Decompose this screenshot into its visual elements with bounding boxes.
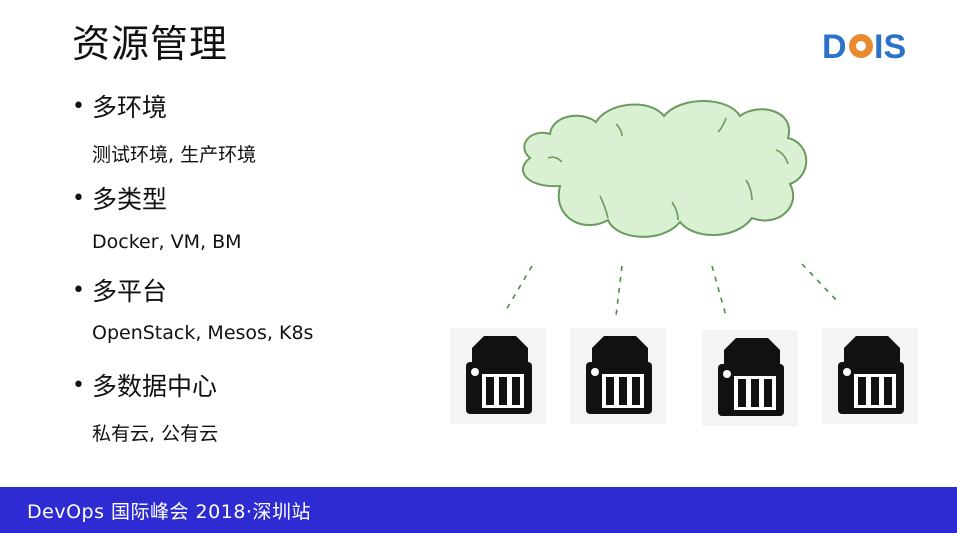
- bullet-dot: •: [72, 185, 85, 211]
- server-icon: [450, 328, 546, 424]
- bullet-dot: •: [72, 372, 85, 398]
- bullet-item: • 多数据中心: [72, 367, 217, 403]
- bullet-dot: •: [72, 277, 85, 303]
- connector-line: [615, 265, 623, 317]
- connector-line: [505, 265, 533, 311]
- bullet-subtext: OpenStack, Mesos, K8s: [92, 322, 314, 344]
- bullet-subtext: 测试环境, 生产环境: [92, 144, 257, 166]
- bullet-item: • 多类型: [72, 180, 167, 216]
- footer-bar: DevOps 国际峰会 2018·深圳站: [0, 487, 957, 533]
- infrastructure-diagram: [450, 100, 918, 426]
- server-icon: [570, 328, 666, 424]
- connector-lines: [505, 263, 841, 317]
- cloud-icon: [522, 100, 808, 238]
- server-icon: [822, 328, 918, 424]
- bullet-item: • 多平台: [72, 272, 167, 308]
- dois-logo: D IS: [822, 28, 906, 66]
- logo-letter-d: D: [822, 28, 847, 66]
- bullet-label: 多数据中心: [92, 372, 218, 401]
- server-icon: [702, 330, 798, 426]
- connector-line: [801, 263, 841, 305]
- bullet-dot: •: [72, 93, 85, 119]
- logo-letters-is: IS: [874, 28, 906, 66]
- slide-title: 资源管理: [72, 22, 229, 66]
- bullet-item: • 多环境: [72, 88, 167, 124]
- footer-text: DevOps 国际峰会 2018·深圳站: [27, 500, 311, 523]
- bullet-subtext: Docker, VM, BM: [92, 231, 242, 253]
- logo-o-icon: [849, 34, 873, 58]
- bullet-label: 多类型: [92, 185, 168, 214]
- bullet-label: 多平台: [92, 277, 168, 306]
- bullet-subtext: 私有云, 公有云: [92, 423, 219, 445]
- connector-line: [711, 265, 727, 317]
- bullet-label: 多环境: [92, 93, 168, 122]
